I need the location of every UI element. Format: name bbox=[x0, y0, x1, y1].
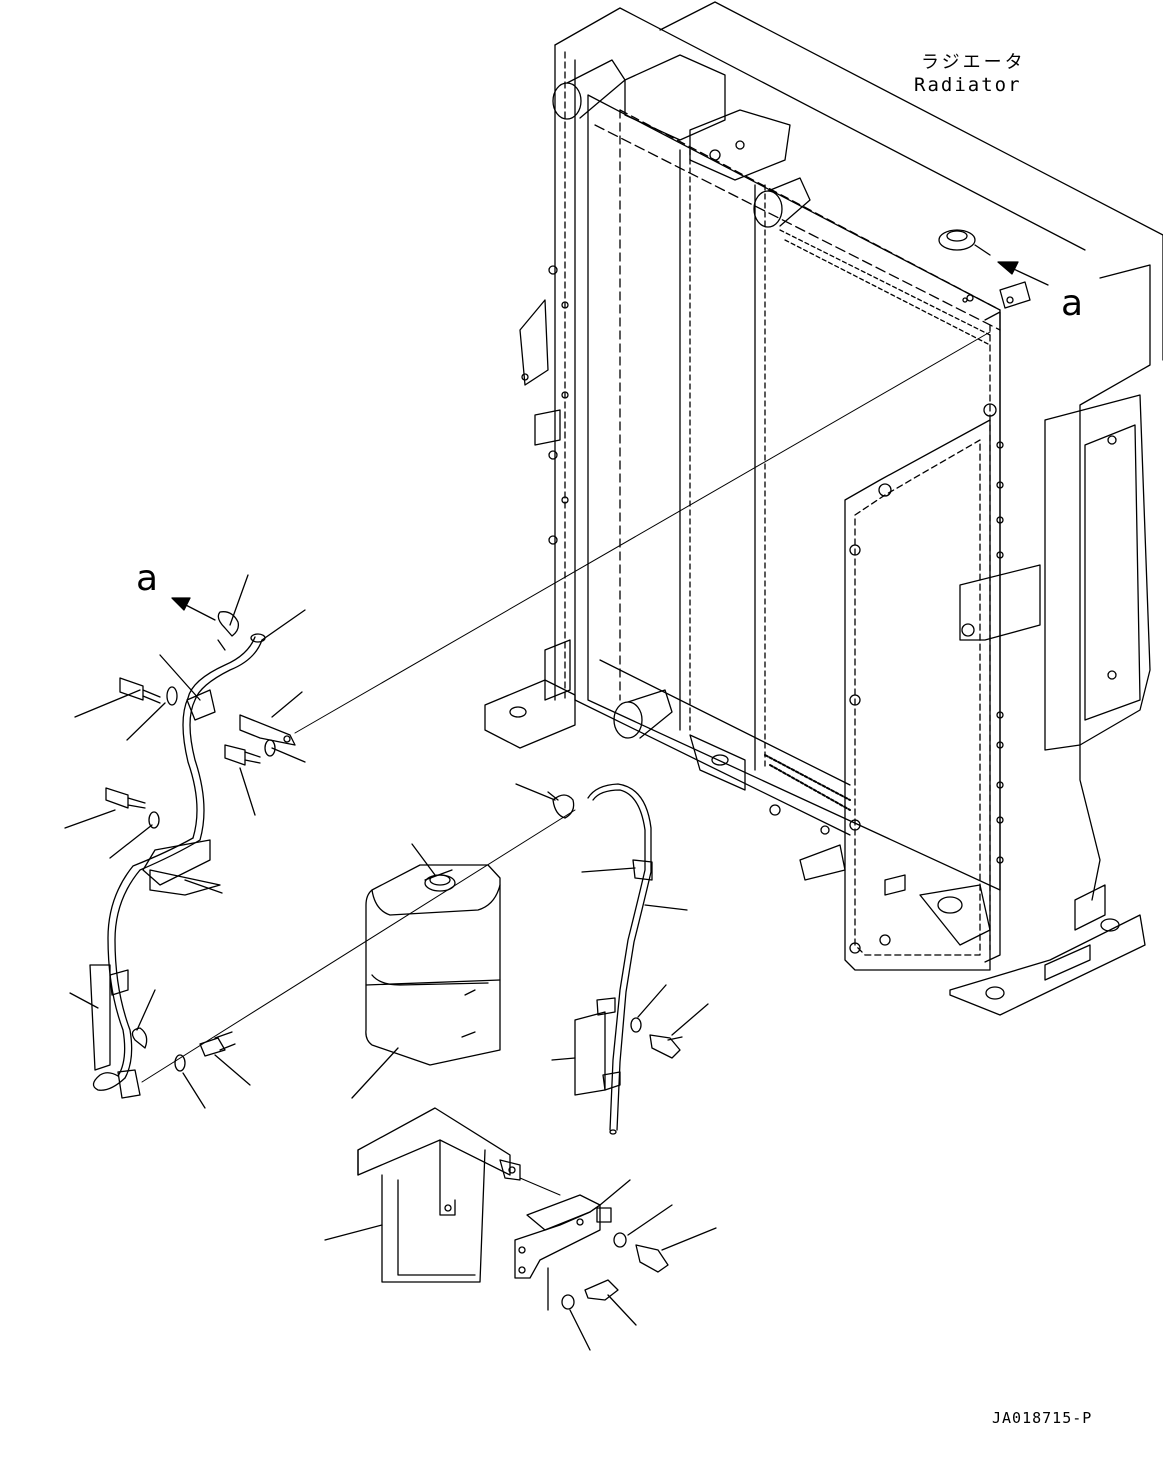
reserve-tank bbox=[351, 843, 501, 1099]
overflow-hose bbox=[515, 783, 709, 1135]
drawing-code: JA018715-P bbox=[992, 1409, 1093, 1427]
radiator-label-jp: ラジエータ bbox=[921, 52, 1026, 73]
left-hose-assembly bbox=[64, 574, 306, 1109]
view-marker-left: a bbox=[136, 558, 159, 599]
view-marker-right: a bbox=[1061, 283, 1084, 324]
radiator-assembly bbox=[484, 1, 1163, 1016]
tank-bracket bbox=[324, 1107, 717, 1351]
radiator-label-en: Radiator bbox=[914, 74, 1022, 96]
